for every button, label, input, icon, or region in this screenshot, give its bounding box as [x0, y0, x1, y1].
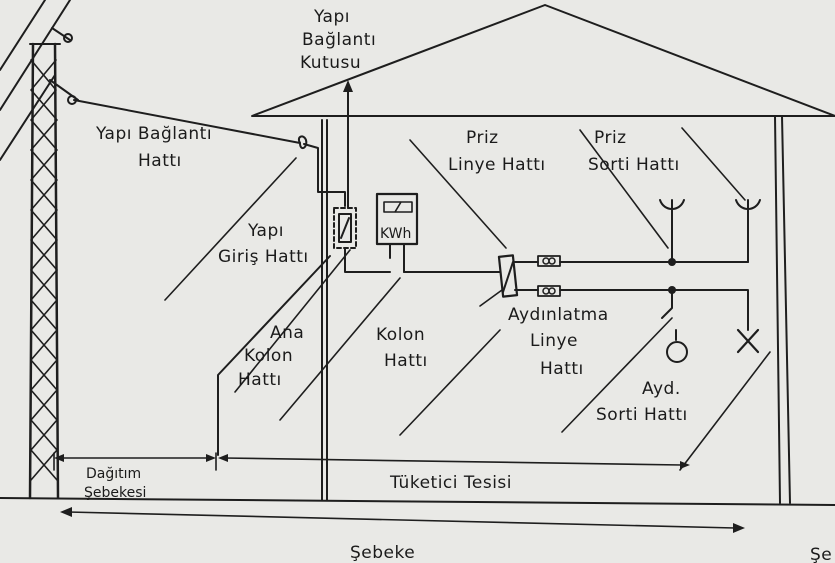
- label-distribution-2: Şebekesi: [84, 485, 146, 501]
- label-service-box-3: Kutusu: [300, 53, 361, 73]
- entry-line: [217, 255, 331, 456]
- insulator-bracket: [297, 135, 346, 207]
- lighting-branch: [514, 285, 760, 363]
- label-column-1: Kolon: [376, 325, 425, 345]
- meter-label: KWh: [380, 226, 411, 242]
- label-main-column-1: Ana: [270, 323, 304, 343]
- label-main-column-3: Hattı: [238, 370, 282, 390]
- socket-outlet-icon: [735, 199, 761, 213]
- house-outline: [251, 4, 835, 504]
- label-lighting-line-3: Hattı: [540, 359, 584, 379]
- label-lighting-line-2: Linye: [530, 331, 578, 351]
- leader-lines: [164, 127, 771, 471]
- distribution-panel: [497, 254, 519, 298]
- label-main-column-2: Kolon: [244, 346, 293, 366]
- ground-line: [0, 497, 835, 506]
- label-consumer: Tüketici Tesisi: [389, 473, 512, 493]
- utility-pole: [0, 0, 79, 500]
- label-socket-outlet-1: Priz: [594, 128, 627, 148]
- label-socket-line-1: Priz: [466, 128, 499, 148]
- meter-wiring: [344, 247, 501, 273]
- label-socket-line-2: Linye Hattı: [448, 155, 546, 175]
- label-cut-off: Şe: [810, 545, 832, 563]
- socket-branch: [514, 199, 761, 267]
- label-column-2: Hattı: [384, 351, 428, 371]
- service-drop-line: [73, 99, 301, 144]
- socket-outlet-icon: [659, 199, 685, 213]
- dimension-arrows: [53, 452, 745, 533]
- lamp-icon: [666, 341, 688, 363]
- kwh-meter: KWh: [375, 192, 419, 273]
- label-socket-outlet-2: Sorti Hattı: [588, 155, 680, 175]
- label-entry-line-2: Giriş Hattı: [218, 247, 309, 267]
- label-lighting-outlet-2: Sorti Hattı: [596, 405, 688, 425]
- label-service-box-1: Yapı: [313, 7, 350, 27]
- label-service-line-1: Yapı Bağlantı: [95, 124, 212, 144]
- light-fixture-icon: [736, 328, 760, 354]
- label-lighting-outlet-1: Ayd.: [642, 379, 681, 399]
- label-service-box-2: Bağlantı: [302, 30, 376, 50]
- service-connection-box: [333, 80, 357, 249]
- label-service-line-2: Hattı: [138, 151, 182, 171]
- label-entry-line-1: Yapı: [247, 221, 284, 241]
- label-distribution-1: Dağıtım: [86, 466, 141, 482]
- label-network: Şebeke: [350, 543, 415, 563]
- label-lighting-line-1: Aydınlatma: [508, 305, 609, 325]
